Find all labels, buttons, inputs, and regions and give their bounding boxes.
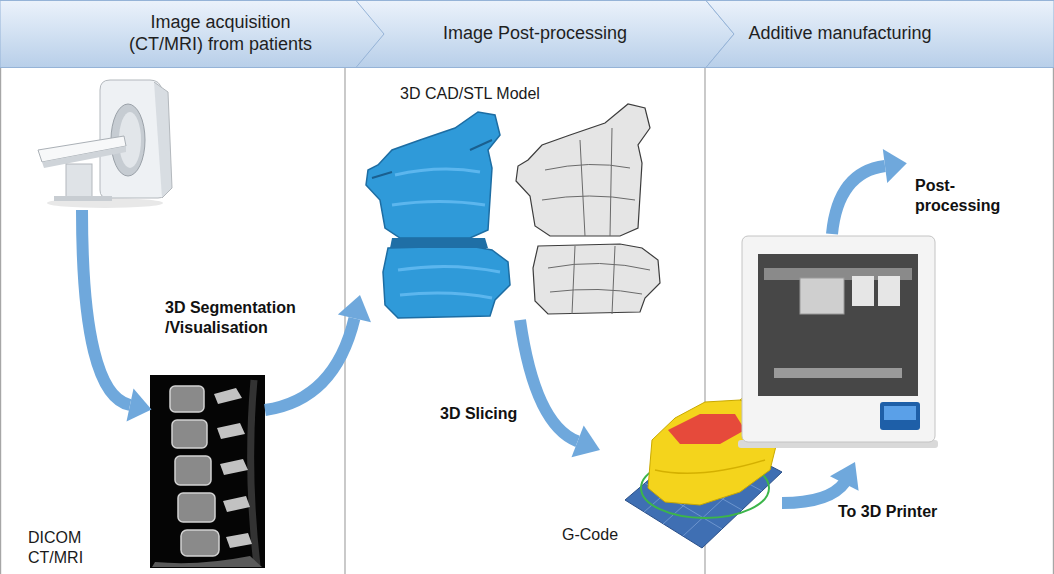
image-caption: DICOM CT/MRI: [28, 528, 104, 568]
stl-model-solid: [366, 112, 510, 318]
ct-slice-image: [251, 380, 257, 566]
image-caption: G-Code: [562, 525, 618, 545]
stage-header: Image acquisition (CT/MRI) from patients: [0, 0, 389, 68]
process-arrow: [883, 149, 907, 183]
ct-slice-image: [214, 388, 252, 548]
ct-slice-image: [181, 530, 219, 556]
process-arrow: [127, 388, 152, 421]
flow-arrow: [520, 320, 600, 457]
step-label: 3D Slicing: [440, 404, 517, 424]
sliced-model: [655, 460, 765, 473]
column-divider: [0, 0, 1, 574]
ct-scanner: [54, 196, 112, 201]
ct-slice-image: [152, 556, 262, 567]
ct-slice-image: [172, 420, 207, 448]
header-text: Image Post-processing: [443, 23, 627, 45]
image-panel: DICOM CT/MRI: [150, 375, 265, 568]
ct-slice-image: [214, 388, 242, 404]
process-arrow: [82, 149, 907, 503]
column-divider: [344, 68, 345, 574]
stl-model-solid: [372, 140, 492, 178]
3d-printer: [774, 368, 902, 378]
ct-slice-image: [226, 533, 252, 548]
chevron-outline: [706, 1, 1054, 68]
stl-model-solid: [390, 238, 488, 248]
3d-printer: [852, 276, 874, 306]
stl-model-solid: [383, 246, 510, 318]
ct-scanner: [38, 80, 172, 208]
stl-model-mesh: [516, 104, 650, 236]
process-arrow: [782, 482, 845, 503]
sliced-model: [668, 414, 745, 444]
header-text: Additive manufacturing: [748, 23, 931, 45]
ct-slice-image: [170, 386, 204, 412]
stage-header: Image Post-processing: [356, 0, 734, 68]
process-arrow: [82, 210, 130, 405]
3d-printer: [800, 278, 844, 314]
ct-slice-image: [170, 386, 219, 556]
3d-printer: [758, 254, 918, 396]
arrow-head: [338, 295, 371, 322]
3d-printer: [880, 402, 920, 430]
stl-model-solid: [392, 169, 500, 298]
step-label: To 3D Printer: [838, 502, 937, 522]
stage-header: Additive manufacturing: [706, 0, 1054, 68]
ct-slice-image: [150, 375, 265, 568]
stl-model-mesh: [516, 104, 660, 314]
arrow-body: [520, 320, 578, 441]
step-label: 3D Segmentation /Visualisation: [165, 298, 325, 338]
column-divider: [1053, 0, 1054, 574]
chevron-outline: [356, 1, 734, 68]
chevron-outline: [0, 1, 389, 68]
3d-printer: [884, 406, 916, 420]
ct-slice-image: [217, 423, 245, 439]
ct-scanner: [66, 164, 92, 198]
3d-printer: [878, 276, 900, 306]
ct-slice-image: [150, 375, 265, 568]
process-arrow: [830, 462, 859, 491]
image-caption: 3D CAD/STL Model: [400, 84, 540, 104]
3d-printer: [742, 236, 935, 442]
ct-slice-image: [220, 459, 248, 475]
step-label: Post-processing: [915, 176, 1025, 216]
stl-model-mesh: [533, 244, 660, 314]
header-text: Image acquisition (CT/MRI) from patients: [113, 12, 328, 55]
ct-slice-image: [223, 496, 250, 512]
process-arrow: [832, 166, 885, 234]
image-panel: 3D CAD/STL Model: [360, 82, 670, 320]
stl-model-solid: [366, 112, 500, 238]
ct-slice-image: [178, 493, 215, 522]
stl-model-mesh: [542, 128, 650, 314]
ct-slice-image: [175, 456, 211, 485]
ct-scanner: [154, 82, 172, 198]
image-panel: G-Code: [600, 390, 782, 555]
3d-printer: [738, 236, 938, 448]
